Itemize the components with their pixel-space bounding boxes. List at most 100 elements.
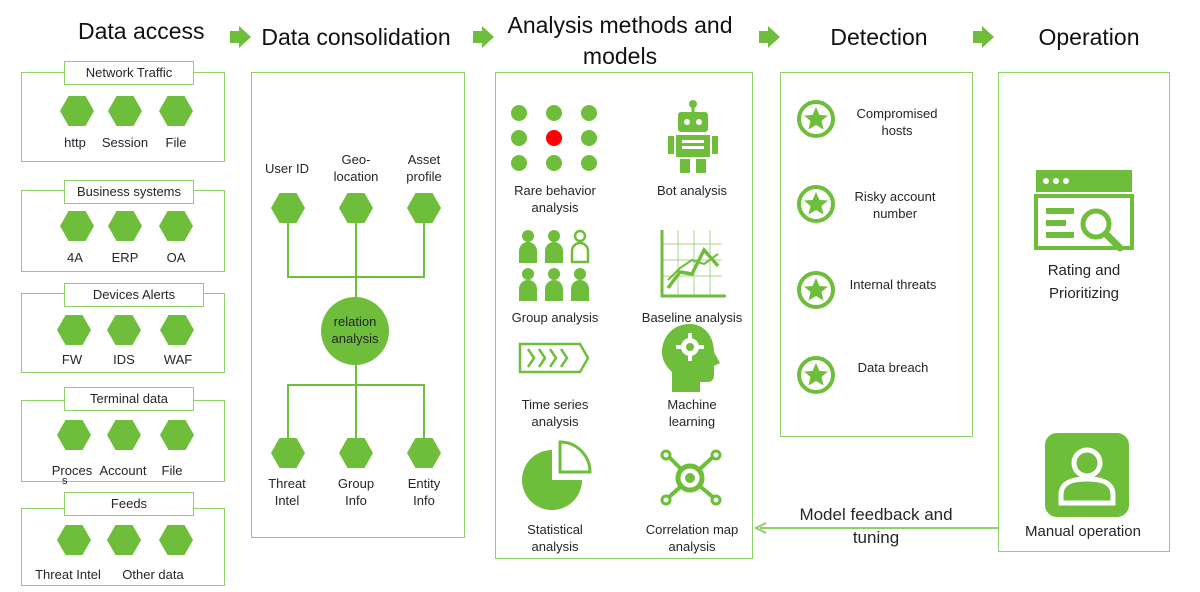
header-data-consolidation: Data consolidation	[261, 24, 451, 50]
detection-label: Risky account number	[855, 188, 936, 222]
label-line1: Rare behavior	[514, 183, 596, 198]
data-item-label-overflow: s	[62, 475, 68, 487]
label-line1: Model feedback and	[799, 505, 953, 524]
label-line1: Group	[337, 476, 375, 491]
label-line1: Threat	[268, 476, 306, 491]
data-group-title: Feeds	[64, 492, 194, 516]
header-analysis-methods: Analysis methods and models	[500, 10, 740, 72]
label-line1: User ID	[264, 161, 310, 176]
label-line2: Intel	[274, 493, 300, 508]
feedback-label: Model feedback and tuning	[799, 503, 952, 549]
arrow-left-icon	[753, 522, 767, 534]
detection-label: Compromised hosts	[857, 105, 938, 139]
connector-line	[355, 364, 357, 444]
detection-label: Internal threats	[849, 277, 937, 292]
data-item-label: Proces	[51, 463, 93, 478]
label-line2: number	[872, 206, 918, 221]
label-line2: Prioritizing	[1048, 285, 1120, 302]
connector-line	[287, 222, 289, 277]
data-item-label: WAF	[163, 352, 193, 367]
data-group-title: Terminal data	[64, 387, 194, 411]
connector-line	[287, 384, 425, 386]
head-gear-icon	[662, 324, 720, 392]
data-item-label: Account	[99, 463, 147, 478]
data-item-label: File	[165, 135, 187, 150]
group-people-icon	[519, 229, 590, 301]
analysis-method-label: Rare behavior analysis	[514, 182, 596, 216]
data-item-label: Threat Intel	[35, 567, 101, 582]
manual-operation-label: Manual operation	[1025, 523, 1141, 540]
label-line2: hosts	[881, 123, 913, 138]
hex-icon	[159, 211, 193, 241]
data-item-label: ERP	[111, 250, 139, 265]
connector-line	[355, 222, 357, 302]
analysis-method-label: Bot analysis	[656, 183, 728, 198]
consolidation-top-label: User ID	[265, 160, 309, 177]
star-badge-icon	[797, 185, 835, 223]
feedback-arrow-line	[760, 527, 998, 529]
label-line1: Compromised	[856, 106, 938, 121]
connector-line	[287, 276, 425, 278]
label-line1: Statistical	[527, 522, 583, 537]
label-line1: Correlation map	[645, 522, 739, 537]
rating-search-icon	[1034, 170, 1134, 252]
header-data-access: Data access	[78, 18, 205, 44]
robot-icon	[668, 100, 718, 173]
header-analysis-line1: Analysis methods and	[507, 12, 733, 38]
label-line2: analysis	[331, 331, 379, 346]
label-line1: relation	[333, 314, 377, 329]
label-line2: Info	[345, 493, 367, 508]
label-line2: analysis	[668, 539, 716, 554]
data-item-label: Other data	[122, 567, 184, 582]
label-line2: tuning	[852, 528, 900, 547]
data-item-label: FW	[61, 352, 83, 367]
data-item-label: 4A	[67, 250, 83, 265]
label-line2: location	[333, 169, 379, 184]
label-line1: Machine	[667, 397, 717, 412]
label-line1: Geo-	[341, 152, 371, 167]
hex-icon	[160, 420, 194, 450]
analysis-method-label: Statistical analysis	[527, 521, 583, 555]
pie-chart-icon	[522, 440, 592, 510]
hex-icon	[159, 525, 193, 555]
line-chart-icon	[660, 230, 726, 298]
label-line2: profile	[406, 169, 442, 184]
label-line2: analysis	[531, 539, 579, 554]
label-line2: analysis	[531, 414, 579, 429]
data-group-title: Business systems	[64, 180, 194, 204]
network-hub-icon	[660, 449, 722, 506]
detection-label: Data breach	[857, 360, 929, 375]
data-item-label: http	[64, 135, 86, 150]
data-group-title: Network Traffic	[64, 61, 194, 85]
data-item-label: OA	[166, 250, 186, 265]
star-badge-icon	[797, 271, 835, 309]
data-item-label: Session	[101, 135, 149, 150]
analysis-method-label: Time series analysis	[522, 396, 589, 430]
connector-line	[423, 222, 425, 277]
connector-line	[423, 384, 425, 442]
data-item-label: IDS	[113, 352, 135, 367]
label-line2: analysis	[531, 200, 579, 215]
label-line2: learning	[668, 414, 716, 429]
chevron-timeline-icon	[518, 342, 590, 374]
label-line1: Time series	[521, 397, 589, 412]
consolidation-top-label: Geo-location	[334, 151, 379, 185]
connector-line	[287, 384, 289, 442]
star-badge-icon	[797, 100, 835, 138]
analysis-method-label: Baseline analysis	[641, 310, 743, 325]
star-badge-icon	[797, 356, 835, 394]
label-line1: Entity	[407, 476, 441, 491]
label-line1: Risky account	[854, 189, 936, 204]
header-analysis-line2: models	[582, 43, 658, 69]
header-detection: Detection	[830, 24, 928, 50]
data-item-label: File	[161, 463, 183, 478]
analysis-method-label: Machine learning	[667, 396, 716, 430]
dot-grid-icon	[511, 105, 597, 171]
relation-analysis-label: relation analysis	[332, 313, 379, 347]
data-group-title: Devices Alerts	[64, 283, 204, 307]
